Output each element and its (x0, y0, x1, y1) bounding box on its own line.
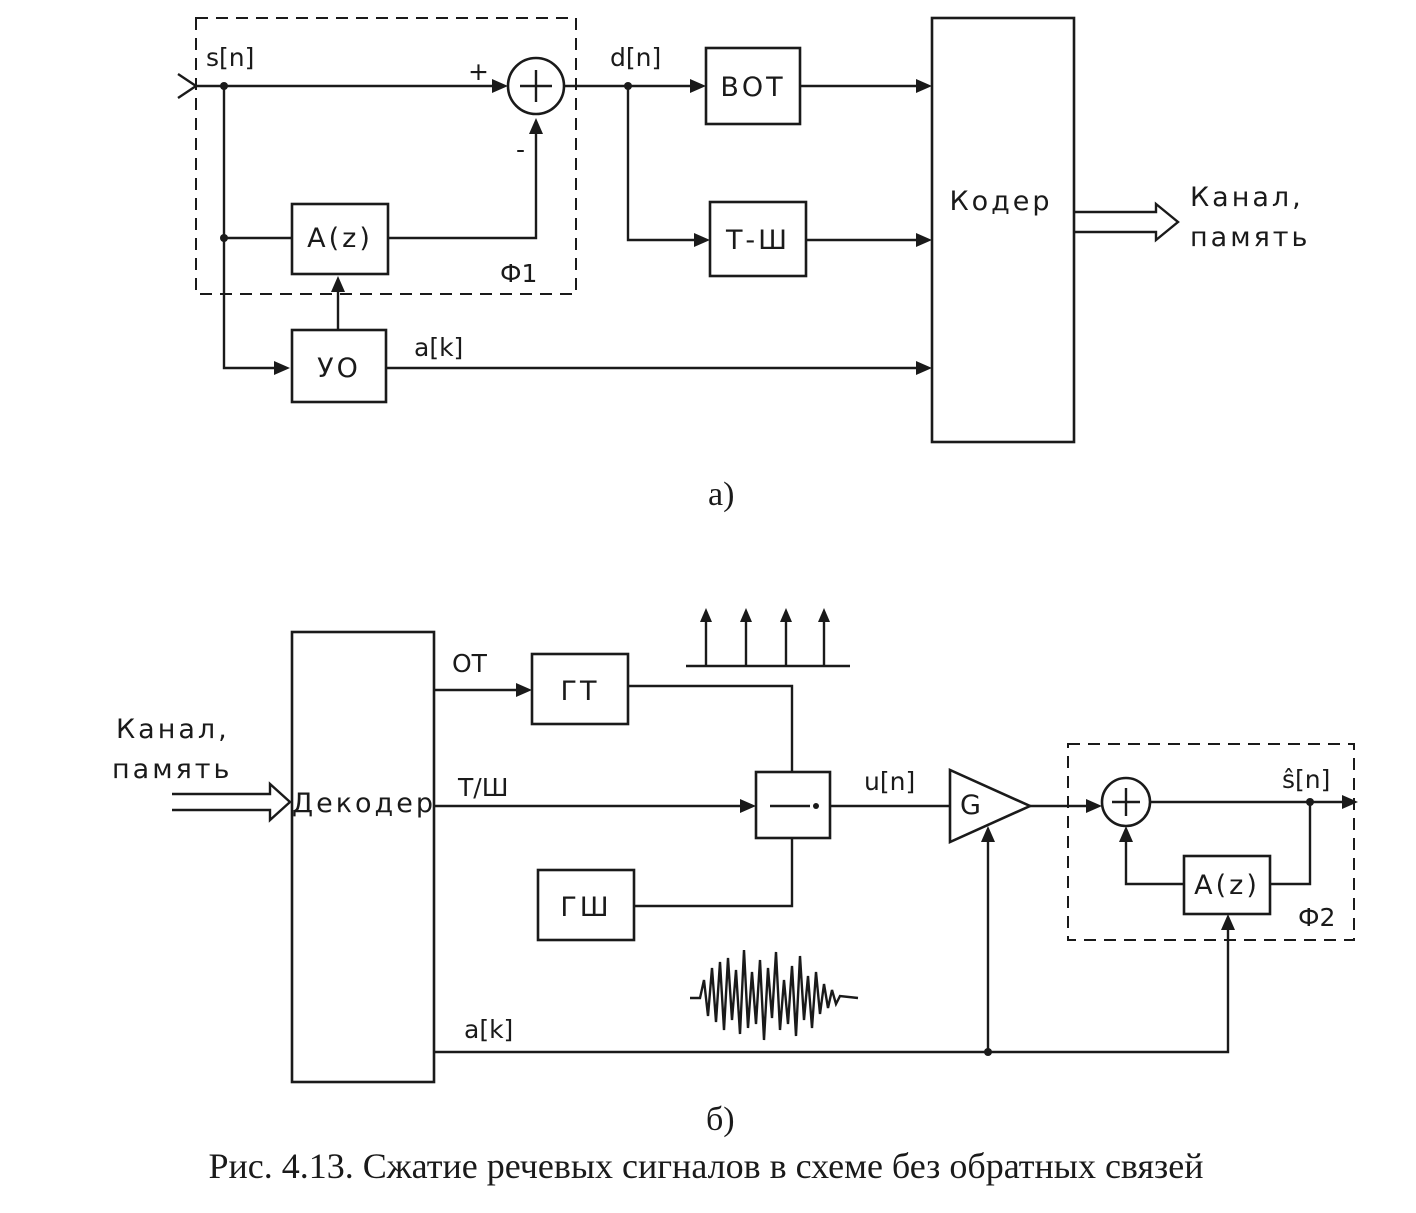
pitch-vot-block (704, 46, 802, 126)
wire-az-sum (1124, 838, 1184, 886)
analysis-uo-block (290, 328, 388, 404)
signal-u-label: u[n] (864, 767, 915, 796)
arrow-ak-coder (916, 361, 932, 375)
signal-ot-label: ОТ (452, 649, 488, 678)
signal-d-label: d[n] (610, 43, 661, 72)
sublabel-a: а) (708, 476, 734, 513)
signal-ts-label: Т/Ш (457, 773, 508, 802)
diagram-b: Канал, память Декодер ОТ ГТ Т/Ш (112, 608, 1358, 1138)
minus-sign: - (516, 135, 525, 164)
arrow-az-sumb (1119, 826, 1133, 842)
noise-waveform-icon (690, 949, 859, 1041)
predictor-b-label: A(z) (1194, 870, 1260, 901)
filter-f2-region (1067, 743, 1355, 941)
arrow-out-shat (1342, 795, 1358, 809)
decoder-label: Декодер (292, 788, 436, 819)
coder-block (930, 16, 1076, 444)
signal-ak-label-b: a[k] (464, 1015, 513, 1044)
filter-f2-label: Ф2 (1298, 903, 1335, 932)
filter-f1-label: Ф1 (500, 259, 537, 288)
wire-gt-switch (628, 684, 794, 772)
coder-label: Кодер (949, 186, 1052, 217)
noise-gen-label: ГШ (560, 892, 611, 923)
arrow-d-vot (690, 79, 706, 93)
arrow-uo-az (331, 276, 345, 292)
summer-a-plus-icon (520, 70, 552, 102)
pulse-gen-label: ГТ (561, 676, 600, 707)
decoder-block (290, 630, 436, 1084)
arrow-az-sum (529, 118, 543, 134)
arrow-gain-sum (1086, 799, 1102, 813)
arrow-ak-az (1221, 914, 1235, 930)
arrow-s-sum (492, 79, 508, 93)
gain-block (948, 767, 1034, 845)
arrow-to-uo (274, 361, 290, 375)
impulse-train-icon (686, 608, 850, 668)
output-line-2: память (1190, 222, 1310, 253)
wire-az-to-sum (388, 128, 538, 240)
predictor-b-block (1182, 854, 1272, 916)
predictor-a-label: A(z) (307, 223, 373, 254)
plus-sign: + (468, 57, 489, 86)
gain-label: G (960, 790, 984, 821)
input-line-2: память (112, 754, 232, 785)
wire-d-to-ts (626, 86, 698, 242)
arrow-ts-coder (916, 233, 932, 247)
diagram-a: A(z) + - s[n] УО Ф1 d[n] ВОТ Т-Ш (177, 16, 1310, 513)
figure-caption: Рис. 4.13. Сжатие речевых сигналов в схе… (209, 1146, 1204, 1186)
arrow-ot (516, 683, 532, 697)
wire-shat-az (1270, 802, 1312, 886)
pitch-vot-label: ВОТ (720, 72, 785, 103)
arrow-ak-gain (981, 826, 995, 842)
arrow-d-ts (694, 233, 710, 247)
voicing-ts-label: Т-Ш (725, 225, 790, 256)
pulse-gen-block (530, 652, 630, 726)
signal-ak-label-a: a[k] (414, 333, 463, 362)
input-line-1: Канал, (116, 714, 230, 745)
hollow-arrow-in (172, 781, 292, 823)
summer-b-plus-icon (1112, 788, 1140, 816)
wire-ak-bus (434, 930, 1230, 1054)
analysis-uo-label: УО (317, 353, 361, 384)
output-line-1: Канал, (1190, 182, 1304, 213)
signal-s-label: s[n] (206, 43, 254, 72)
sublabel-b: б) (706, 1101, 735, 1138)
hollow-arrow-out (1074, 201, 1180, 243)
arrow-ts-switch (740, 799, 756, 813)
predictor-a-block (290, 202, 390, 276)
voicing-ts-block (708, 200, 808, 278)
noise-gen-block (536, 868, 636, 942)
wire-s-branch (222, 86, 278, 370)
arrow-vot-coder (916, 79, 932, 93)
signal-shat-label: ŝ[n] (1282, 765, 1330, 794)
input-terminal (177, 73, 199, 99)
filter-f1-region (195, 17, 577, 295)
wire-gs-switch (634, 838, 794, 908)
